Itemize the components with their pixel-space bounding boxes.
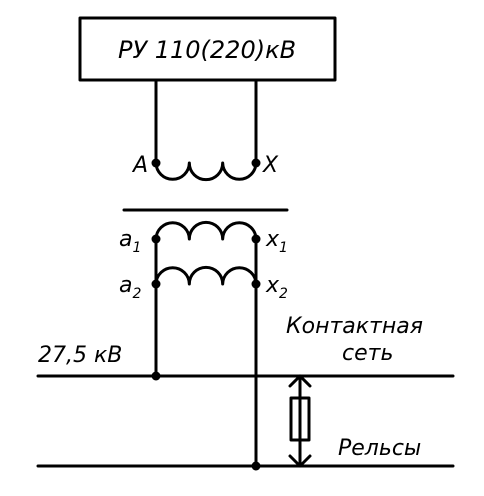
secondary-2-end-label: x2 [265,273,288,302]
secondary-2-start-base: a [119,273,132,298]
primary-terminal-a-node [151,158,161,168]
secondary-2-end-subscript: 2 [279,286,288,302]
rails-node [251,461,261,471]
source-box [78,16,337,82]
primary-terminal-x-label: X [262,153,279,178]
secondary-1-start-subscript: 1 [132,240,141,256]
contact-network-node [151,371,161,381]
secondary-1-start-base: a [119,227,132,252]
secondary-1-end-subscript: 1 [279,240,288,256]
voltage-resistor [289,396,311,442]
primary-terminal-x-node [251,158,261,168]
contact-network-label-line2: сеть [342,341,393,366]
secondary-1-start-label: a1 [119,227,141,256]
secondary-2-start-subscript: 2 [132,286,141,302]
voltage-arrow-bottom [288,454,312,468]
secondary-winding-2 [154,265,258,286]
source-label: РУ 110(220)кВ [118,36,296,64]
primary-terminal-a-label: A [131,153,148,178]
voltage-arrow-top [288,374,312,388]
primary-winding [154,161,258,182]
secondary-2-end-base: x [265,273,280,298]
secondary-winding-1 [154,220,258,241]
contact-network-label-line1: Контактная [286,314,423,339]
secondary-2-start-label: a2 [119,273,141,302]
secondary-1-end-base: x [265,227,280,252]
secondary-1-end-label: x1 [265,227,288,256]
voltage-label: 27,5 кВ [38,343,122,368]
rails-label: Рельсы [338,436,421,461]
